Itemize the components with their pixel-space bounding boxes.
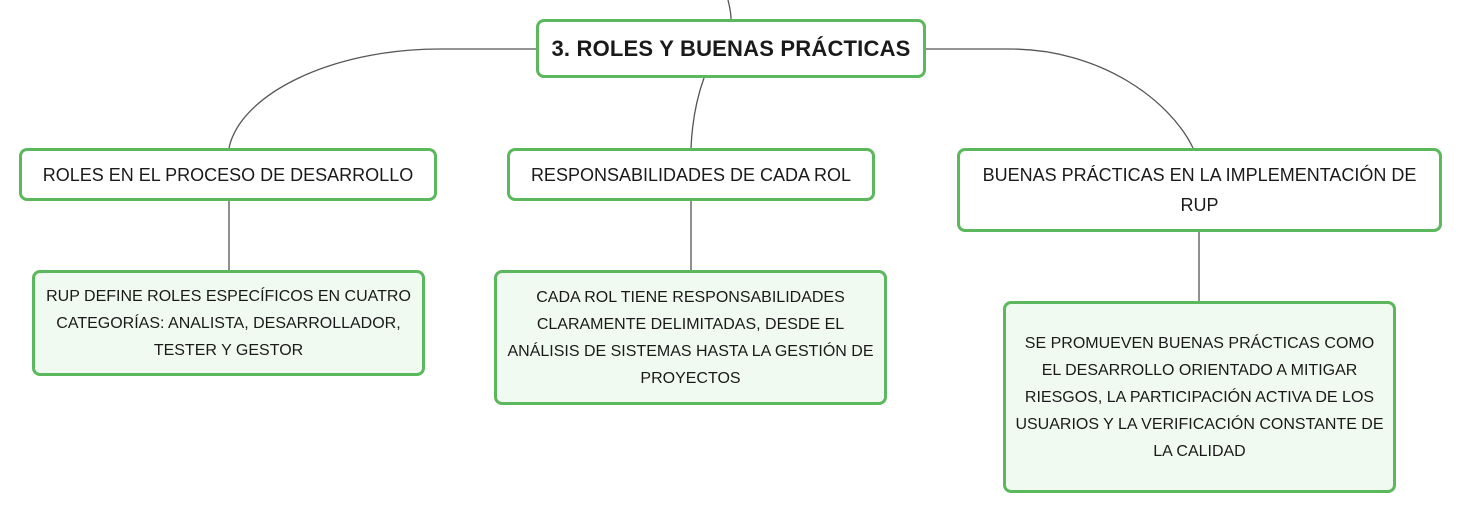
subtopic-node-buenas-practicas-detail[interactable]: SE PROMUEVEN BUENAS PRÁCTICAS COMO EL DE… xyxy=(1003,301,1396,493)
subtopic-text-responsabilidades: CADA ROL TIENE RESPONSABILIDADES CLARAME… xyxy=(507,288,874,387)
subtopic-text-roles: RUP DEFINE ROLES ESPECÍFICOS EN CUATRO C… xyxy=(46,287,411,359)
subtopic-node-roles-detail[interactable]: RUP DEFINE ROLES ESPECÍFICOS EN CUATRO C… xyxy=(32,270,425,376)
connector-root-to-buenas-practicas xyxy=(926,48,1194,149)
topic-label-roles: ROLES EN EL PROCESO DE DESARROLLO xyxy=(42,164,414,185)
root-topic-label: 3. ROLES Y BUENAS PRÁCTICAS xyxy=(551,35,911,61)
topic-label-buenas-practicas: BUENAS PRÁCTICAS EN LA IMPLEMENTACIÓN DE… xyxy=(982,165,1417,215)
topic-node-roles[interactable]: ROLES EN EL PROCESO DE DESARROLLO xyxy=(19,148,437,201)
connector-parent-to-root xyxy=(727,0,732,20)
subtopic-text-buenas-practicas: SE PROMUEVEN BUENAS PRÁCTICAS COMO EL DE… xyxy=(1015,334,1384,460)
topic-node-buenas-practicas[interactable]: BUENAS PRÁCTICAS EN LA IMPLEMENTACIÓN DE… xyxy=(957,148,1442,232)
topic-node-responsabilidades[interactable]: RESPONSABILIDADES DE CADA ROL xyxy=(507,148,875,201)
subtopic-node-responsabilidades-detail[interactable]: CADA ROL TIENE RESPONSABILIDADES CLARAME… xyxy=(494,270,887,405)
connector-root-to-roles xyxy=(228,48,536,149)
root-topic-node[interactable]: 3. ROLES Y BUENAS PRÁCTICAS xyxy=(536,19,926,78)
topic-label-responsabilidades: RESPONSABILIDADES DE CADA ROL xyxy=(530,164,852,185)
connector-root-to-responsabilidades xyxy=(690,77,705,149)
